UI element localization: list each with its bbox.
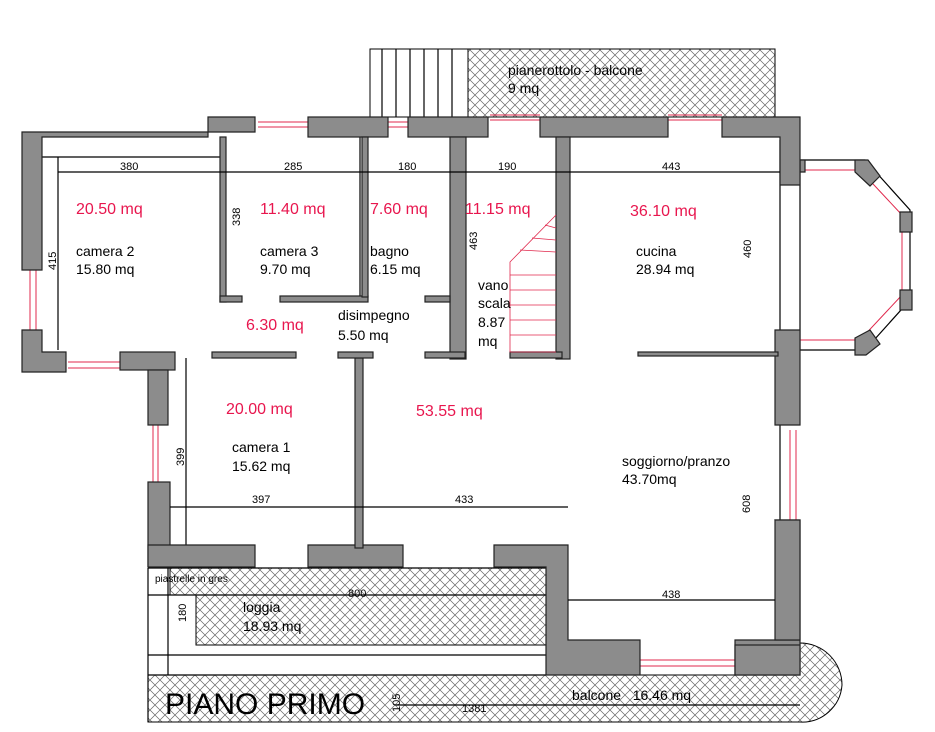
balcone-label: balcone 16.46 mq [572,687,691,703]
dim-399: 399 [175,448,187,466]
pianerottolo-area: 9 mq [508,80,539,96]
dim-460: 460 [742,240,754,258]
camera3-name: camera 3 [260,243,319,259]
camera3-gross-area: 11.40 mq [260,201,326,218]
vano-scala-area-1: 8.87 [478,314,505,330]
camera2-gross-area: 20.50 mq [76,201,143,218]
windows [29,114,797,667]
pianerottolo-hatch [467,48,776,118]
dimension-lines [58,171,800,706]
cucina-name: cucina [636,243,677,259]
pianerottolo-name: pianerottolo - balcone [508,62,643,78]
dim-433: 433 [455,494,473,506]
bagno-name: bagno [370,243,409,259]
dim-438: 438 [662,589,680,601]
disimpegno-name: disimpegno [338,307,410,323]
room-labels: camera 2 15.80 mq camera 3 9.70 mq bagno… [76,62,730,703]
camera2-area: 15.80 mq [76,261,134,277]
dim-338: 338 [231,208,243,226]
bagno-gross-area: 7.60 mq [370,201,428,218]
bagno-area: 6.15 mq [370,261,421,277]
disimpegno-area: 5.50 mq [338,327,389,343]
soggiorno-area: 43.70mq [622,471,676,487]
dim-285: 285 [284,161,302,173]
dim-180b: 180 [177,604,189,622]
soggiorno-name: soggiorno/pranzo [622,453,730,469]
dimension-labels: 380 285 180 190 443 415 338 463 460 399 … [47,161,754,715]
balcone-hatch [147,642,843,723]
cucina-area: 28.94 mq [636,261,694,277]
outer-lines [40,135,781,722]
camera1-gross-area: 20.00 mq [226,401,293,418]
dim-105: 105 [391,694,403,712]
camera2-name: camera 2 [76,243,135,259]
vano-scala-gross-area: 11.15 mq [465,201,531,218]
staircase [509,214,557,353]
cucina-gross-area: 36.10 mq [630,203,697,220]
disimpegno-gross-area: 6.30 mq [246,317,304,334]
walls [21,116,801,676]
vano-scala-name-1: vano [478,277,509,293]
loggia-area: 18.93 mq [243,618,301,634]
gross-areas: 20.50 mq 11.40 mq 7.60 mq 11.15 mq 36.10… [76,201,697,420]
soggiorno-gross-area: 53.55 mq [416,403,483,420]
bay-window [799,159,913,356]
camera3-area: 9.70 mq [260,261,311,277]
dim-415: 415 [47,252,59,270]
dim-463: 463 [468,232,480,250]
stair-steps-top [369,48,469,118]
dim-380: 380 [120,161,138,173]
dim-800: 800 [348,588,366,600]
dim-443: 443 [662,161,680,173]
dim-180: 180 [398,161,416,173]
camera1-name: camera 1 [232,439,291,455]
vano-scala-area-2: mq [478,333,497,349]
loggia-name: loggia [243,599,281,615]
dim-1381: 1381 [462,703,486,715]
dim-190: 190 [498,161,516,173]
dim-397: 397 [252,494,270,506]
vano-scala-name-2: scala [478,295,511,311]
dim-608: 608 [741,495,753,513]
page-title: PIANO PRIMO [165,688,365,721]
piastrelle-note: piastrelle in gres [155,574,228,585]
camera1-area: 15.62 mq [232,458,290,474]
